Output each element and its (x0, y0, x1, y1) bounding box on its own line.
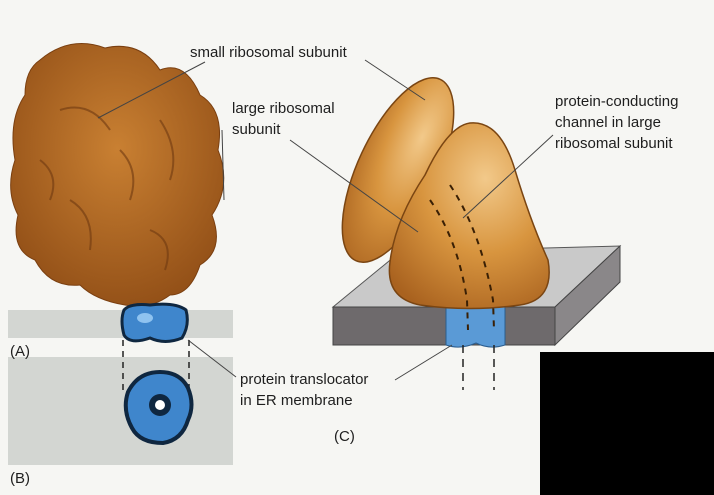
black-overlay-box (540, 352, 714, 495)
ribosome-surface-detail (39, 106, 175, 271)
channel-dashes (429, 184, 495, 331)
leader-lines (97, 59, 554, 381)
label-large-ribosomal-subunit-line2: subunit (232, 121, 281, 138)
er-membrane-slab-side (554, 244, 621, 347)
label-small-ribosomal-subunit: small ribosomal subunit (190, 44, 347, 61)
panel-label-a: (A) (10, 343, 30, 360)
large-subunit-c (388, 122, 550, 310)
label-large-ribosomal-subunit-line1: large ribosomal (232, 100, 335, 117)
translocator-c (445, 304, 506, 348)
ribosome-density-map (10, 43, 225, 307)
panel-label-b: (B) (10, 470, 30, 487)
label-translocator-line2: in ER membrane (240, 392, 353, 409)
label-channel-line2: channel in large (555, 114, 661, 131)
label-channel-line1: protein-conducting (555, 93, 679, 110)
label-channel-line3: ribosomal subunit (555, 135, 673, 152)
er-membrane-slab-front (332, 306, 556, 346)
label-translocator-line1: protein translocator (240, 371, 369, 388)
membrane-band-b (8, 357, 233, 465)
translocator-highlight (137, 313, 153, 323)
translocator-side-view (120, 302, 189, 343)
translocator-pore (155, 400, 165, 410)
panel-label-c: (C) (334, 428, 355, 445)
membrane-band-a (8, 310, 233, 338)
